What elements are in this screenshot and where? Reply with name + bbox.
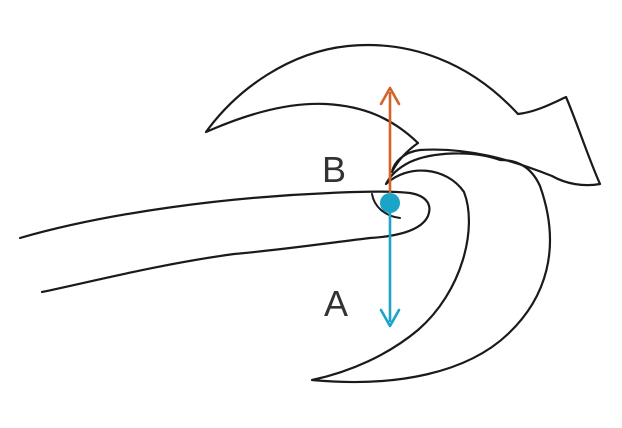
label-a: A: [324, 283, 349, 324]
arrow-up-icon: [379, 86, 401, 193]
fingernail: [371, 193, 401, 219]
label-b: B: [322, 149, 347, 190]
arrow-down-icon: [379, 203, 401, 328]
finger-outline: [18, 190, 431, 294]
upper-claw-outline: [204, 43, 602, 187]
contact-point-dot: [380, 193, 400, 213]
lower-claw-outline: [310, 152, 552, 384]
